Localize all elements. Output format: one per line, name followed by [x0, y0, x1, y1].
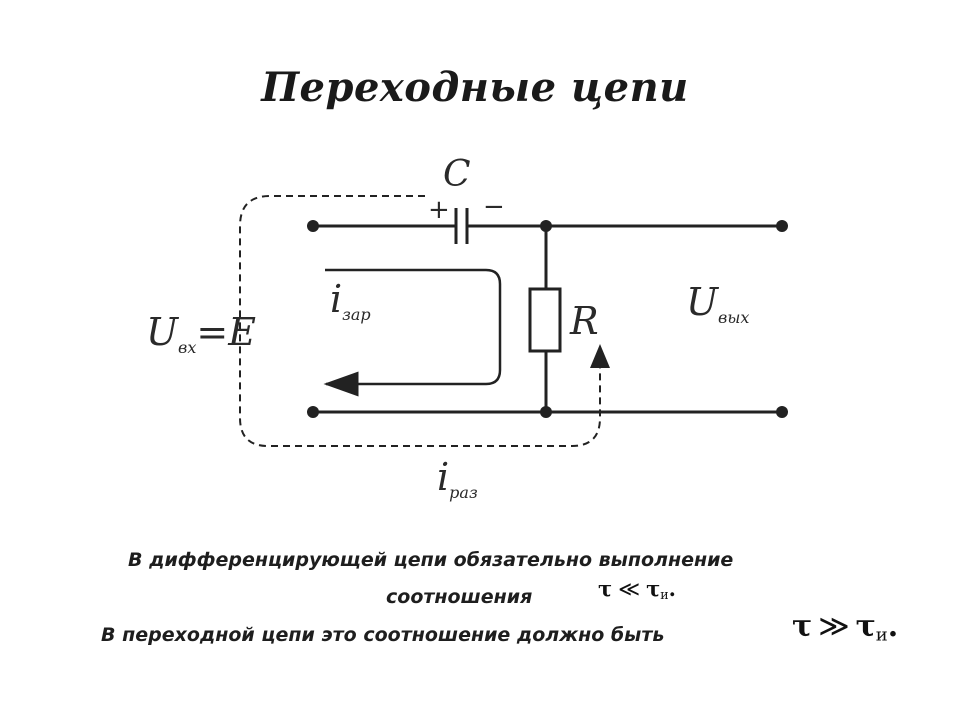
discharge-current-label: iраз — [437, 455, 478, 502]
formula1-rhs: τ — [646, 576, 661, 601]
capacitor-minus: − — [483, 192, 505, 222]
formula1-end: . — [668, 576, 676, 601]
output-voltage-sub: вых — [718, 308, 749, 327]
charge-current-arrow — [323, 268, 502, 397]
formula2-rhs: τ — [855, 609, 876, 644]
resistor — [528, 287, 562, 353]
junction-bottom — [540, 406, 552, 418]
discharge-current-sub: раз — [449, 483, 478, 502]
charge-current-label: iзар — [330, 277, 371, 324]
formula2-sub: и — [875, 624, 888, 646]
formula1-sub: и — [660, 587, 669, 603]
terminal-input-bottom — [307, 406, 319, 418]
formula-much-less: τ≪τи. — [598, 576, 676, 602]
output-voltage-label: Uвых — [686, 280, 749, 327]
capacitor-plus: + — [428, 195, 450, 225]
charge-current-sub: зар — [342, 305, 371, 324]
junction-top — [540, 220, 552, 232]
capacitor-label: C — [443, 154, 471, 195]
output-voltage-main: U — [686, 280, 720, 324]
text-line-3: В переходной цепи это соотношение должно… — [101, 624, 665, 646]
resistor-label: R — [569, 299, 599, 343]
terminal-output-top — [776, 220, 788, 232]
input-voltage-rest: =E — [196, 310, 256, 354]
formula2-lhs: τ — [792, 609, 813, 644]
formula2-end: . — [887, 609, 899, 644]
text-line-2: соотношения — [386, 586, 533, 608]
terminal-output-bottom — [776, 406, 788, 418]
terminal-input-top — [307, 220, 319, 232]
formula1-op: ≪ — [618, 577, 641, 601]
input-voltage-sub: вх — [178, 338, 196, 357]
formula1-lhs: τ — [598, 576, 613, 601]
formula2-op: ≫ — [818, 609, 850, 644]
input-voltage-label: Uвх=E — [146, 310, 256, 357]
text-line-1: В дифференцирующей цепи обязательно выпо… — [128, 549, 734, 571]
input-voltage-main: U — [146, 310, 180, 354]
charge-current-main: i — [330, 277, 342, 321]
discharge-current-arrow — [239, 195, 610, 447]
formula-much-greater: τ≫τи. — [792, 609, 898, 646]
discharge-current-main: i — [437, 455, 449, 499]
slide-title: Переходные цепи — [261, 64, 689, 111]
